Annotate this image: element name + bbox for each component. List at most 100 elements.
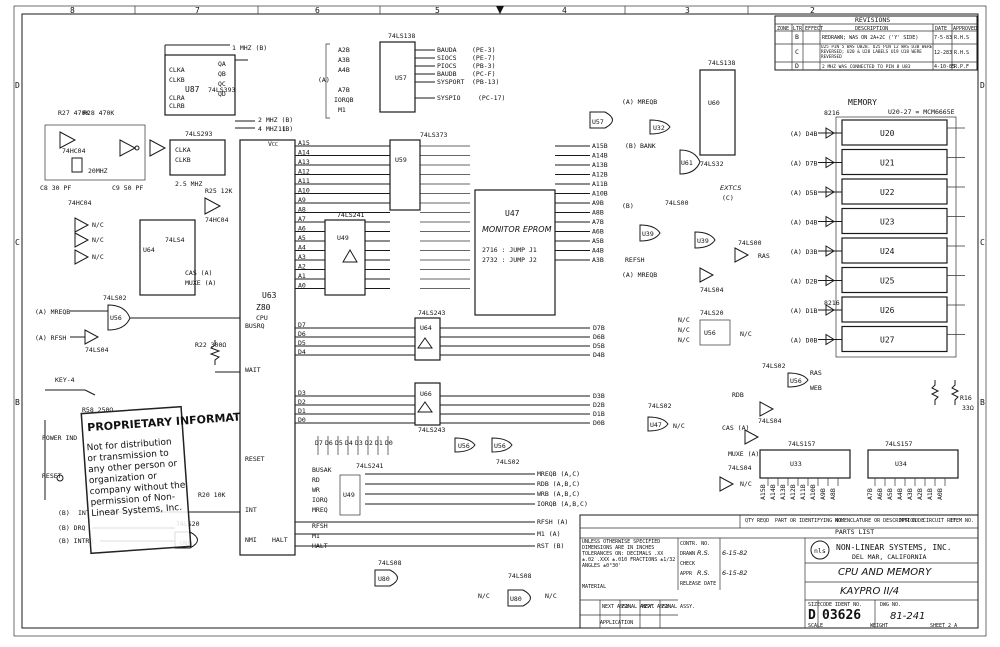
svg-text:ZONE: ZONE xyxy=(777,26,789,32)
svg-text:U57: U57 xyxy=(395,74,407,82)
svg-text:CHECK: CHECK xyxy=(680,561,695,567)
zone-c: C xyxy=(15,238,20,247)
svg-text:N/C: N/C xyxy=(92,221,104,229)
svg-text:U64: U64 xyxy=(143,246,155,254)
svg-text:U56: U56 xyxy=(110,314,122,322)
svg-text:RD: RD xyxy=(312,476,320,484)
muxe-label: MUXE (A) xyxy=(185,279,216,287)
svg-text:DATE: DATE xyxy=(935,26,947,32)
svg-text:74LS32: 74LS32 xyxy=(700,160,724,168)
svg-text:U56: U56 xyxy=(494,442,506,450)
buffered-addr-label: A12B xyxy=(592,171,608,179)
svg-text:LTR: LTR xyxy=(793,26,803,32)
buffered-addr-label: A14B xyxy=(592,152,608,160)
mux-input-label: A0B xyxy=(936,488,944,500)
svg-text:74LS241: 74LS241 xyxy=(356,462,383,470)
svg-text:U64: U64 xyxy=(420,324,432,332)
svg-text:7-5-83: 7-5-83 xyxy=(934,35,952,41)
mux-input-label: A6B xyxy=(876,488,884,500)
u56-74ls20: U56 74LS20 N/CN/CN/C N/C xyxy=(678,309,752,346)
ras-label: RAS xyxy=(758,252,770,260)
svg-text:D: D xyxy=(980,81,985,90)
buffered-addr-label: A13B xyxy=(592,161,608,169)
stamp-body: Not for distribution or transmission to … xyxy=(86,437,186,520)
rev-c-desc: U25 PIN 5 WAS DB2B. U25 PIN 12 WAS D3B W… xyxy=(821,45,933,60)
svg-text:74LS157: 74LS157 xyxy=(885,440,912,448)
memory-data-line: (A) D5B xyxy=(790,189,817,197)
memory-data-line: (A) D1B xyxy=(790,307,817,315)
memory-chip xyxy=(841,178,948,205)
mux-input-label: A10B xyxy=(809,484,817,500)
buffered-addr-label: A6B xyxy=(592,228,604,236)
rev-b-letter: B xyxy=(795,33,799,41)
sheet-number: SHEET 2 A xyxy=(930,623,957,629)
product-name: KAYPRO II/4 xyxy=(840,586,899,597)
svg-text:74HC04: 74HC04 xyxy=(62,147,86,155)
rev-c-letter: C xyxy=(795,48,799,56)
mux-input-label: A15B xyxy=(759,484,767,500)
svg-text:74LS04: 74LS04 xyxy=(728,464,752,472)
rev-d-letter: D xyxy=(795,62,799,70)
cpu-addr-pin: A7 xyxy=(298,215,306,223)
data-bus-tap-label: D7 xyxy=(315,439,323,447)
svg-text:(PC-17): (PC-17) xyxy=(478,94,505,102)
svg-text:CIRCUIT REF.: CIRCUIT REF. xyxy=(923,518,959,524)
svg-text:N/C: N/C xyxy=(740,330,752,338)
buffered-addr-label: A3B xyxy=(592,256,604,264)
svg-text:WEIGHT: WEIGHT xyxy=(870,623,888,629)
u47-eprom: U47 MONITOR EPROM 2716 : JUMP J1 2732 : … xyxy=(474,189,556,316)
mux-input-label: A7B xyxy=(866,488,874,500)
u60-decoder: 74LS138 U60 U57 U32 (A) MREQB (B)BANK U6… xyxy=(589,59,741,202)
zone-b: B xyxy=(15,398,20,407)
svg-text:QD: QD xyxy=(218,90,226,98)
reset-switch-label: RESET xyxy=(42,472,62,480)
svg-text:8216: 8216 xyxy=(824,299,840,307)
svg-text:CPU: CPU xyxy=(256,314,268,322)
side-zone-markers: D C B D C B xyxy=(15,81,985,407)
svg-text:CLRB: CLRB xyxy=(169,102,185,110)
drq-label: (B) DRQ xyxy=(58,524,85,532)
cpu-addr-pin: A14 xyxy=(298,149,310,157)
svg-text:BAUDA: BAUDA xyxy=(437,46,457,54)
cpu-data-pin: D5 xyxy=(298,339,306,347)
m1-out: M1 (A) xyxy=(537,530,560,538)
svg-text:PIOCS: PIOCS xyxy=(437,62,457,70)
svg-text:CONTR. NO.: CONTR. NO. xyxy=(680,541,710,547)
data-transceivers: 74LS243 U64 U66 74LS243 xyxy=(414,309,445,434)
svg-text:CLKA: CLKA xyxy=(175,146,191,154)
svg-text:N/C: N/C xyxy=(678,326,690,334)
svg-text:RESET: RESET xyxy=(245,455,265,463)
memory-note: U20-27 = MCM6665E xyxy=(888,108,955,116)
xtal-label: 20MHZ xyxy=(88,167,108,175)
cpu-addr-pin: A12 xyxy=(298,168,310,176)
svg-text:APPLICATION: APPLICATION xyxy=(600,620,633,626)
memory-chip xyxy=(841,325,948,353)
svg-text:74LS02: 74LS02 xyxy=(648,402,672,410)
svg-text:N/C: N/C xyxy=(92,236,104,244)
svg-text:74LS00: 74LS00 xyxy=(738,239,762,247)
memory-control: 74LS02 U56 RDB 74LS04 CAS (A) MUXE (A) 7… xyxy=(719,362,822,492)
cpu-data-pin: D3 xyxy=(298,389,306,397)
svg-text:U56: U56 xyxy=(458,442,470,450)
svg-text:N/C: N/C xyxy=(545,592,557,600)
tolerances: UNLESS OTHERWISE SPECIFIED DIMENSIONS AR… xyxy=(582,539,676,569)
svg-text:U49: U49 xyxy=(337,234,349,242)
svg-text:74LS08: 74LS08 xyxy=(508,572,532,580)
svg-text:EXTCS: EXTCS xyxy=(720,184,741,192)
svg-text:DESCRIPTION: DESCRIPTION xyxy=(855,26,888,32)
svg-text:U47: U47 xyxy=(505,209,520,218)
svg-text:nls: nls xyxy=(814,547,826,555)
svg-text:R27 470K: R27 470K xyxy=(58,109,89,117)
cpu-body xyxy=(239,139,296,556)
svg-text:(PB-3): (PB-3) xyxy=(472,62,495,70)
cpu-addr-pin: A6 xyxy=(298,225,306,233)
svg-text:SIZE: SIZE xyxy=(808,602,820,608)
svg-text:NMI: NMI xyxy=(245,536,257,544)
ras-logic: U39 U39 74LS00 RAS REFSH (A) MREQB 74LS0… xyxy=(622,199,770,294)
svg-text:R22 300Ω: R22 300Ω xyxy=(195,341,226,349)
memory-chip-id: U27 xyxy=(880,336,895,345)
memory-data-line: (A) D4B xyxy=(790,219,817,227)
data-bus-tap-label: D4 xyxy=(345,439,353,447)
